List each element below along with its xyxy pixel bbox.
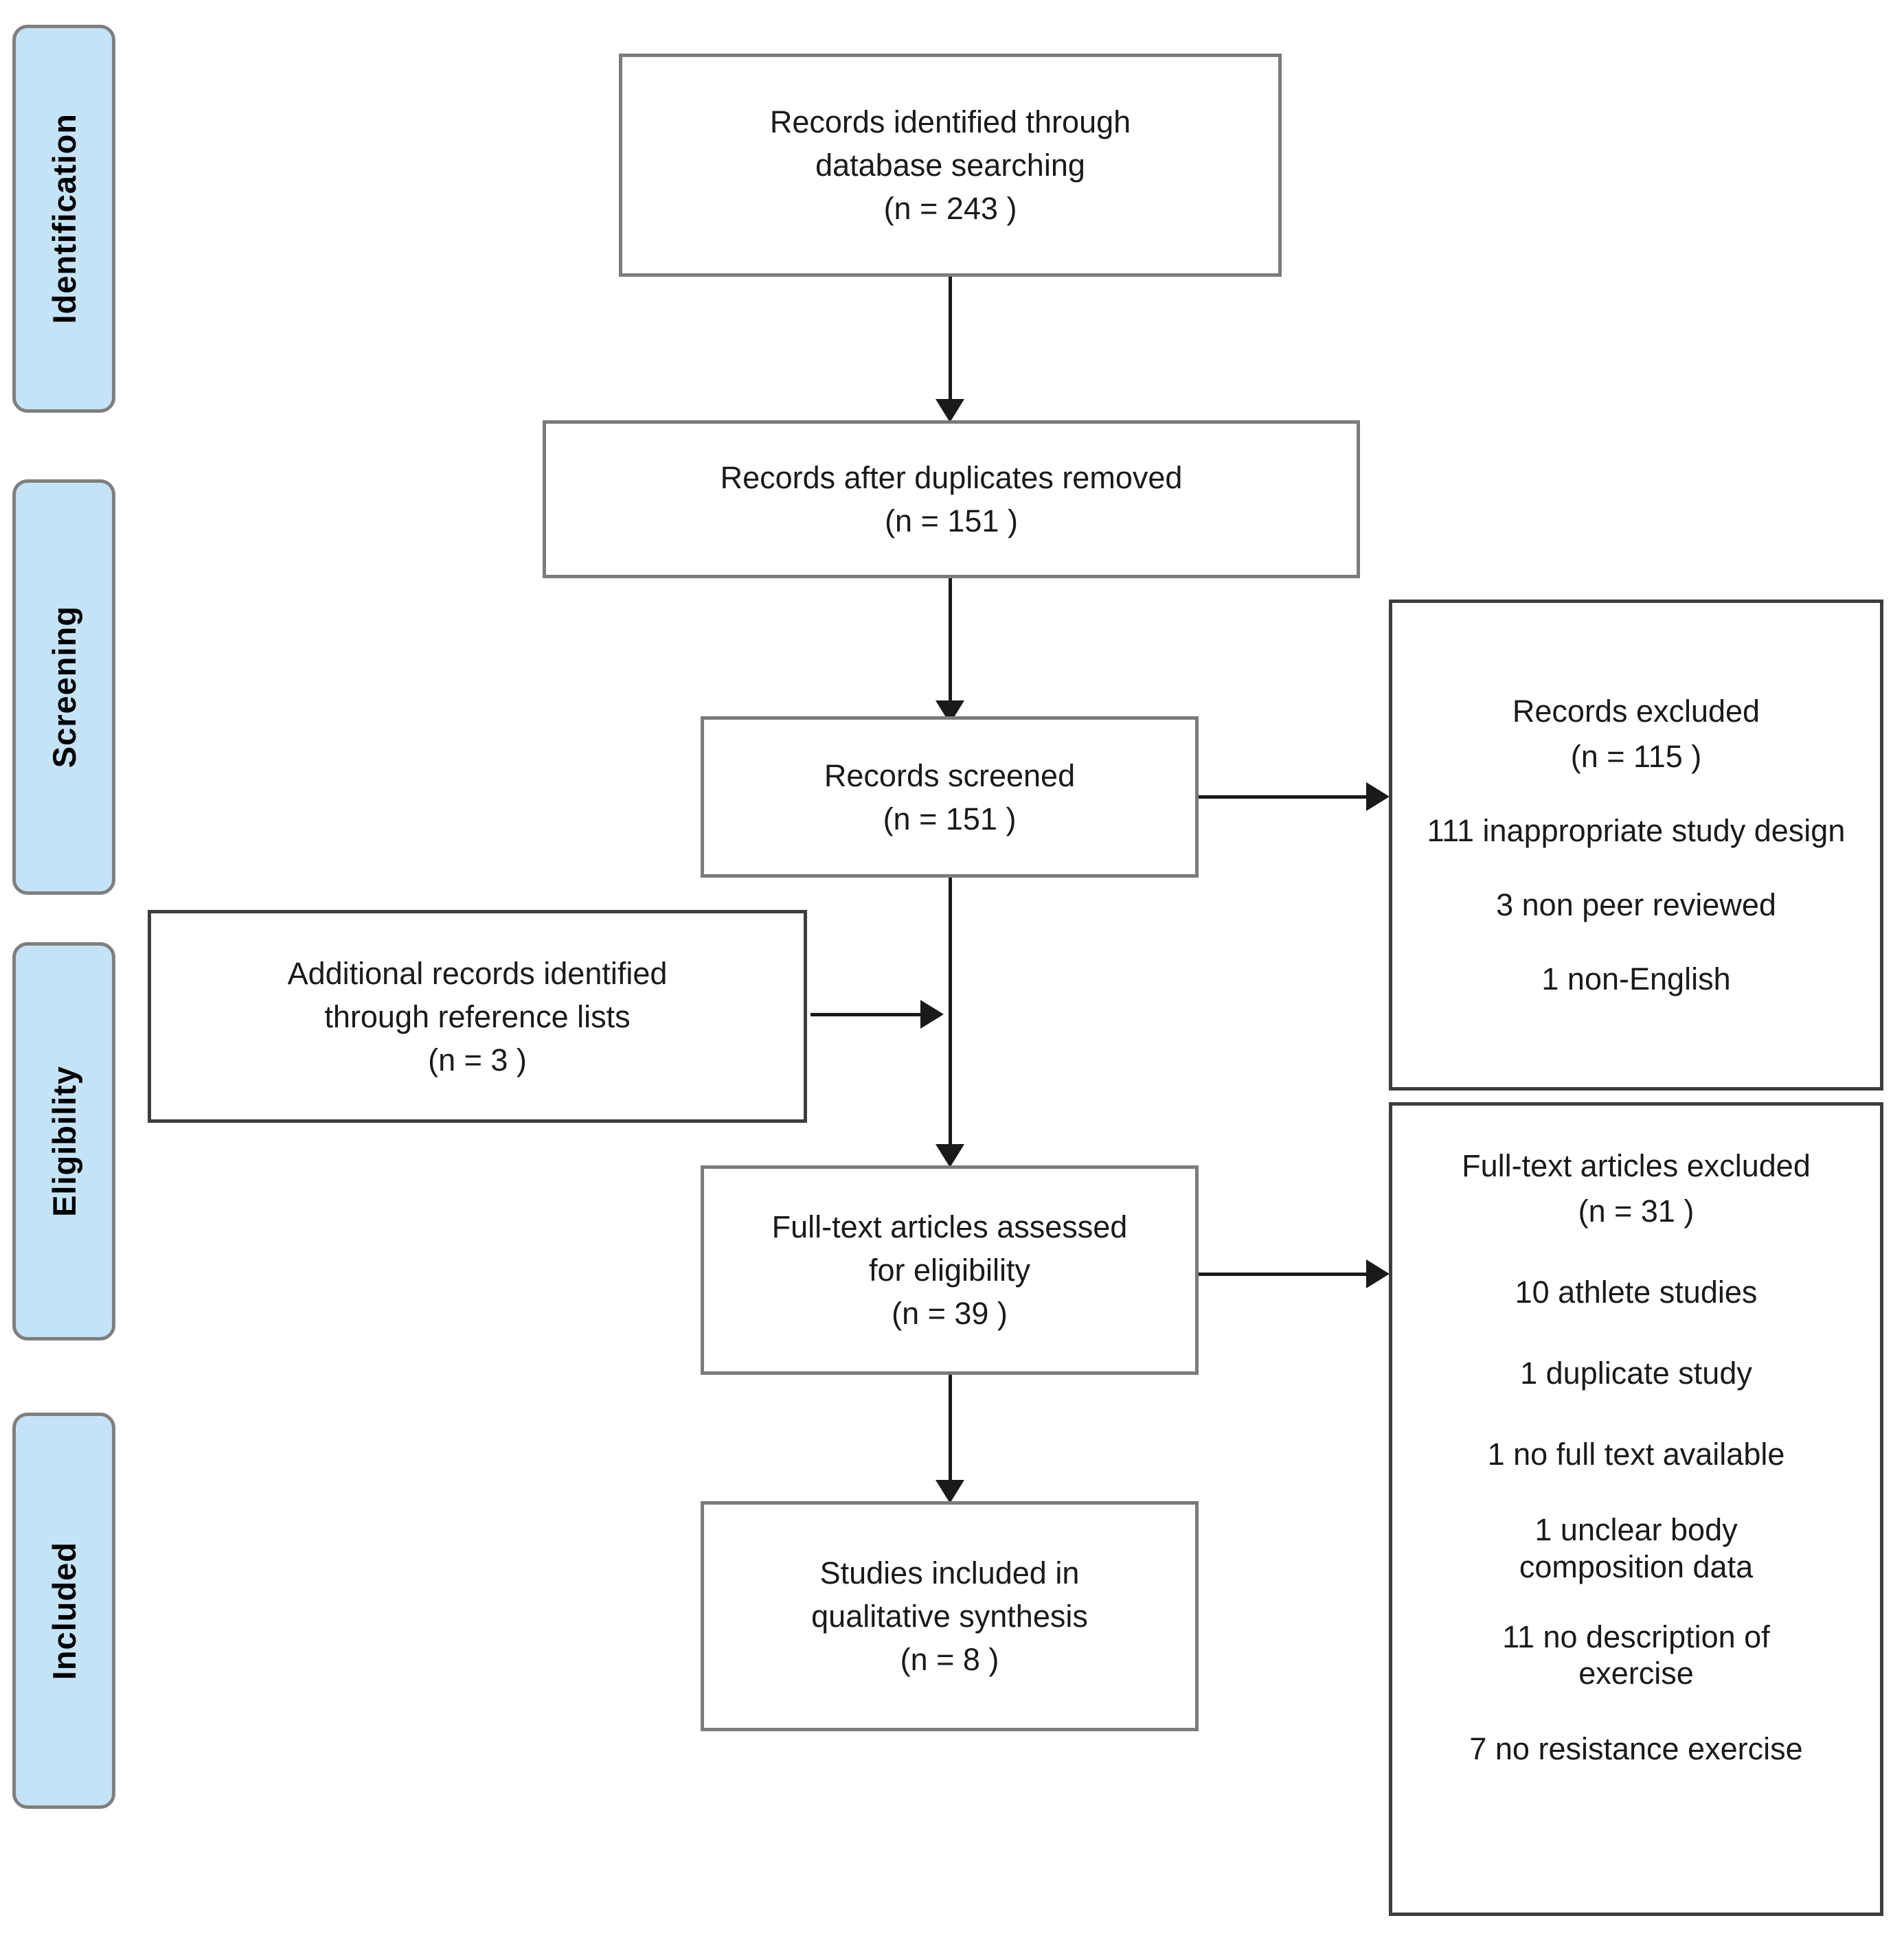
studies-included-count: (n = 8 ) (900, 1642, 999, 1677)
additional-records-line-2: through reference lists (324, 999, 631, 1034)
stage-label-identification: Identification (45, 113, 82, 324)
fulltext-assessed-line-1: Full-text articles assessed (771, 1209, 1128, 1244)
fulltext-excluded-reason-6: 7 no resistance exercise (1469, 1731, 1803, 1766)
arrowhead-screened-to-fulltext (936, 1144, 964, 1167)
box-records-identified: Records identified through database sear… (619, 54, 1282, 277)
additional-records-count: (n = 3 ) (428, 1042, 527, 1077)
records-excluded-reason-2: 3 non peer reviewed (1496, 887, 1776, 923)
fulltext-excluded-title: Full-text articles excluded (1462, 1148, 1811, 1183)
fulltext-excluded-reason-3: 1 no full text available (1487, 1437, 1785, 1472)
fulltext-excluded-reason-5: 11 no description of exercise (1502, 1619, 1770, 1691)
box-fulltext-excluded: Full-text articles excluded (n = 31 ) 10… (1389, 1102, 1883, 1916)
connector-screened-to-excluded (1199, 795, 1370, 799)
stage-included: Included (12, 1413, 115, 1809)
fulltext-assessed-line-2: for eligibility (868, 1253, 1031, 1288)
connector-fulltext-to-excluded (1199, 1273, 1370, 1276)
arrowhead-additional-to-spine (920, 1000, 944, 1029)
box-records-screened: Records screened (n = 151 ) (701, 716, 1199, 878)
duplicates-removed-count: (n = 151 ) (885, 503, 1018, 538)
box-records-excluded: Records excluded (n = 115 ) 111 inapprop… (1389, 600, 1883, 1091)
fulltext-excluded-reason-1: 10 athlete studies (1515, 1275, 1758, 1310)
connector-fulltext-to-included (949, 1375, 952, 1485)
box-fulltext-assessed: Full-text articles assessed for eligibil… (701, 1165, 1199, 1375)
records-identified-count: (n = 243 ) (883, 191, 1017, 226)
studies-included-line-1: Studies included in (819, 1555, 1080, 1590)
records-screened-line-1: Records screened (824, 757, 1076, 793)
records-identified-line-2: database searching (815, 148, 1085, 183)
stage-screening: Screening (12, 479, 115, 895)
stage-label-eligibility: Eligibility (45, 1066, 82, 1217)
connector-identified-to-duplicates (949, 277, 952, 404)
additional-records-line-1: Additional records identified (287, 955, 668, 991)
records-screened-count: (n = 151 ) (883, 801, 1017, 836)
stage-eligibility: Eligibility (12, 942, 115, 1340)
records-excluded-count: (n = 115 ) (1570, 738, 1702, 774)
arrowhead-fulltext-to-excluded (1366, 1259, 1390, 1288)
box-studies-included: Studies included in qualitative synthesi… (701, 1501, 1199, 1731)
records-excluded-reason-3: 1 non-English (1541, 961, 1731, 997)
records-excluded-reason-1: 111 inappropriate study design (1427, 812, 1846, 848)
fulltext-excluded-count: (n = 31 ) (1578, 1194, 1695, 1229)
fulltext-excluded-reason-2: 1 duplicate study (1520, 1356, 1752, 1391)
box-duplicates-removed: Records after duplicates removed (n = 15… (543, 420, 1360, 578)
connector-screened-to-fulltext (949, 878, 952, 1149)
records-excluded-title: Records excluded (1512, 693, 1760, 729)
fulltext-excluded-reason-4: 1 unclear body composition data (1519, 1512, 1754, 1584)
connector-additional-to-spine (811, 1013, 924, 1016)
duplicates-removed-line-1: Records after duplicates removed (720, 460, 1183, 495)
arrowhead-fulltext-to-included (936, 1480, 964, 1503)
stage-label-included: Included (45, 1541, 82, 1680)
arrowhead-screened-to-excluded (1366, 782, 1390, 811)
records-identified-line-1: Records identified through (769, 104, 1131, 139)
arrowhead-identified-to-duplicates (936, 399, 964, 422)
fulltext-assessed-count: (n = 39 ) (892, 1296, 1008, 1331)
connector-duplicates-to-screened (949, 578, 952, 705)
studies-included-line-2: qualitative synthesis (811, 1599, 1088, 1634)
stage-identification: Identification (12, 25, 115, 413)
stage-label-screening: Screening (45, 606, 82, 768)
box-additional-records: Additional records identified through re… (148, 910, 807, 1123)
